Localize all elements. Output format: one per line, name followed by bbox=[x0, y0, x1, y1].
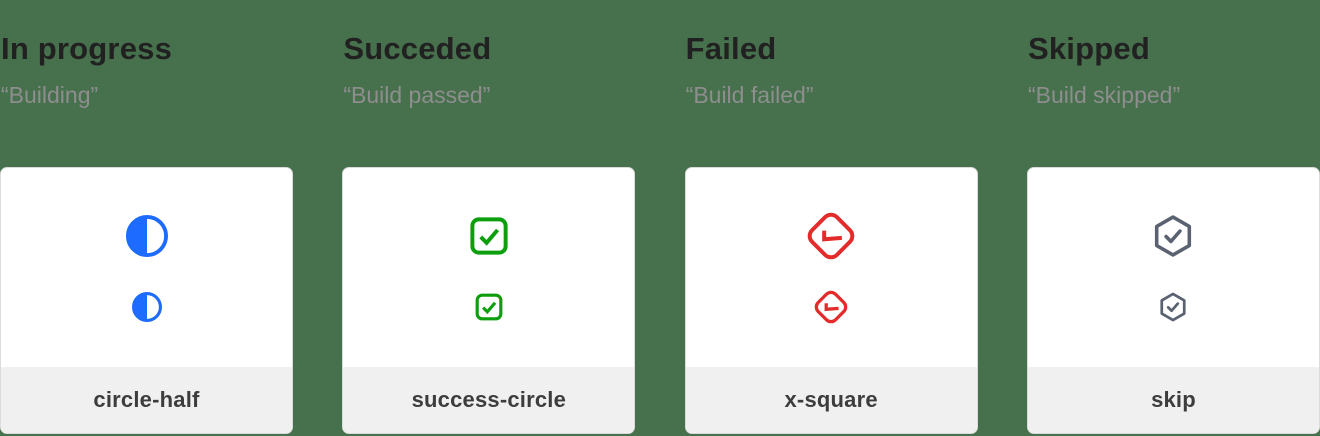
icon-preview-area bbox=[686, 168, 977, 367]
check-square-icon-large bbox=[470, 217, 508, 255]
icon-preview-area bbox=[343, 168, 634, 367]
icon-name-label: skip bbox=[1151, 387, 1196, 412]
check-hexagon-icon-large bbox=[1151, 214, 1196, 259]
column-succeeded: Succeded “Build passed” succes bbox=[342, 0, 636, 436]
icon-name-footer: success-circle bbox=[343, 367, 635, 433]
icon-name-footer: circle-half bbox=[1, 367, 292, 433]
icon-card: x-square bbox=[684, 167, 978, 434]
icon-name-label: success-circle bbox=[411, 387, 567, 412]
status-title: Succeded bbox=[343, 31, 492, 66]
icon-name-footer: skip bbox=[1027, 367, 1319, 433]
column-failed: Failed “Build failed” x-square bbox=[684, 0, 978, 436]
circle-half-icon-small bbox=[131, 292, 162, 323]
check-diamond-icon-large bbox=[803, 208, 860, 265]
status-message: “Build skipped” bbox=[1027, 82, 1181, 108]
icon-card: skip bbox=[1026, 167, 1320, 434]
icon-name-label: x-square bbox=[784, 387, 878, 412]
icon-preview-area bbox=[1028, 168, 1319, 367]
icon-card: success-circle bbox=[342, 167, 636, 434]
column-in-progress: In progress “Building” circle- bbox=[0, 0, 293, 436]
status-message: “Build passed” bbox=[343, 82, 491, 108]
icon-name-label: circle-half bbox=[93, 387, 200, 412]
column-skipped: Skipped “Build skipped” skip bbox=[1026, 0, 1320, 436]
circle-half-icon-large bbox=[125, 214, 169, 258]
status-title: Skipped bbox=[1027, 31, 1150, 66]
status-message: “Build failed” bbox=[685, 82, 814, 108]
check-square-icon-small bbox=[475, 293, 503, 321]
icon-preview-area bbox=[1, 168, 292, 367]
status-message: “Building” bbox=[1, 82, 99, 108]
status-title: Failed bbox=[685, 31, 777, 66]
check-hexagon-icon-small bbox=[1158, 292, 1189, 323]
icon-card: circle-half bbox=[0, 167, 293, 434]
icon-name-footer: x-square bbox=[685, 367, 977, 433]
status-title: In progress bbox=[1, 31, 173, 66]
check-diamond-icon-small bbox=[811, 287, 851, 327]
